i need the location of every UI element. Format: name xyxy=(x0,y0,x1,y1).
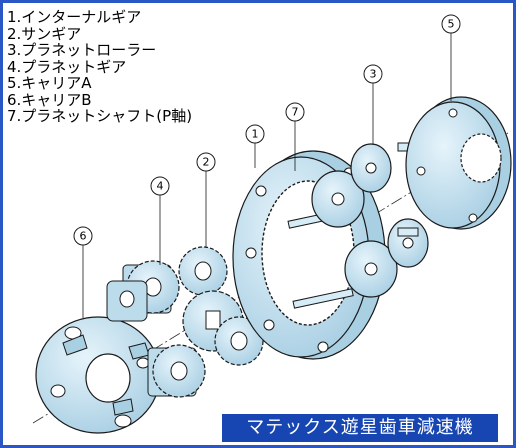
carrier-a xyxy=(397,96,512,237)
legend-item-planet-gear: 4.プラネットギア xyxy=(7,57,127,76)
svg-text:3: 3 xyxy=(370,68,377,81)
legend-item-sun-gear: 2.サンギア xyxy=(7,24,82,43)
planet-gears xyxy=(106,260,206,398)
callout-2: 2 xyxy=(196,152,216,172)
callout-4: 4 xyxy=(150,176,170,196)
sun-gear xyxy=(178,246,264,366)
callout-1: 1 xyxy=(245,124,265,144)
svg-text:6: 6 xyxy=(80,230,87,243)
legend-item-planet-roller: 3.プラネットローラー xyxy=(7,41,157,59)
svg-text:1: 1 xyxy=(252,128,259,141)
inner-planet-gears xyxy=(311,170,398,298)
svg-text:2: 2 xyxy=(203,156,210,169)
legend-item-carrier-a: 5.キャリアA xyxy=(7,74,92,92)
legend-item-planet-shaft: 7.プラネットシャフト(P軸) xyxy=(7,107,193,125)
callout-7: 7 xyxy=(285,102,305,122)
callout-5: 5 xyxy=(441,14,461,34)
callout-6: 6 xyxy=(73,226,93,246)
carrier-b xyxy=(35,316,161,434)
callout-3: 3 xyxy=(363,64,383,84)
svg-text:7: 7 xyxy=(292,106,299,119)
exploded-gearbox-illustration: 1 2 3 4 5 6 7 xyxy=(32,14,512,434)
svg-text:4: 4 xyxy=(157,180,164,193)
svg-text:5: 5 xyxy=(448,18,455,31)
product-title-banner: マテックス遊星歯車減速機 xyxy=(222,414,498,442)
legend-item-carrier-b: 6.キャリアB xyxy=(7,90,92,109)
legend-item-internal-gear: 1.インターナルギア xyxy=(7,8,142,26)
callout-leaders xyxy=(82,33,452,318)
parts-legend: 1.インターナルギア 2.サンギア 3.プラネットローラー 4.プラネットギア … xyxy=(7,9,192,125)
